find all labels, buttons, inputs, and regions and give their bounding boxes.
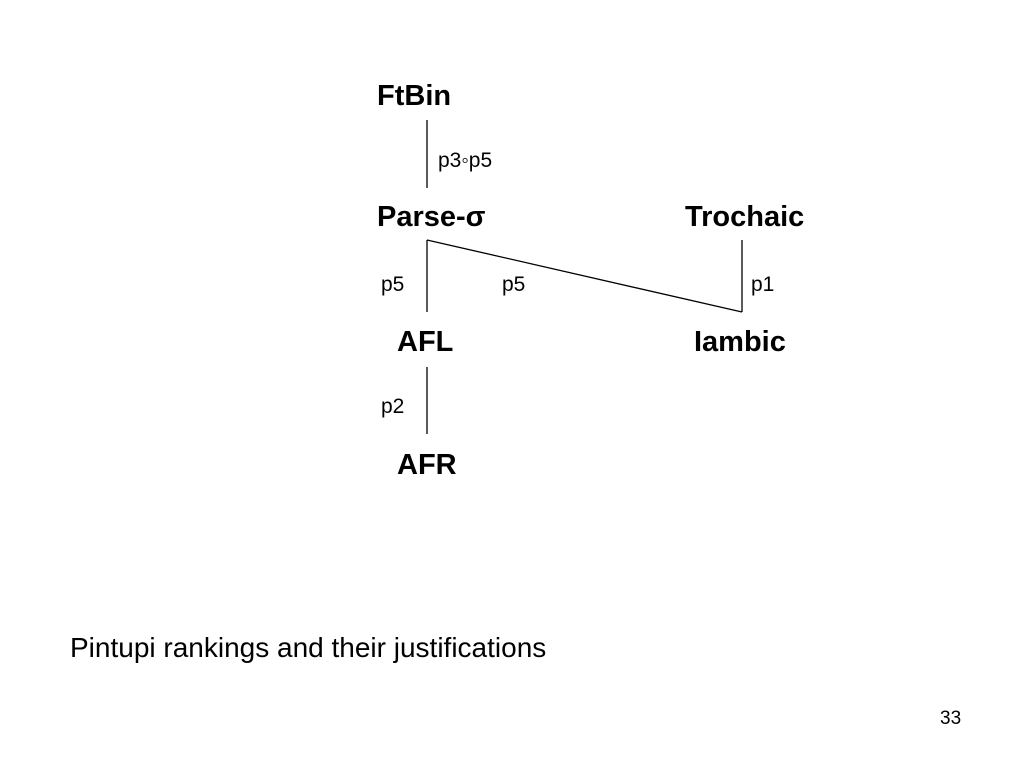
page-number: 33 <box>940 708 962 729</box>
node-afr: AFR <box>397 449 457 481</box>
edge-label-trochaic-iambic: p1 <box>751 273 775 296</box>
node-trochaic: Trochaic <box>685 201 805 233</box>
edge-label-parse-iambic: p5 <box>502 273 526 296</box>
slide-caption: Pintupi rankings and their justification… <box>70 632 547 663</box>
node-afl: AFL <box>397 326 454 358</box>
node-parse-sigma: Parse-σ <box>377 201 486 233</box>
node-iambic: Iambic <box>694 326 786 358</box>
edge-parse-iambic <box>426 239 743 313</box>
node-ftbin: FtBin <box>377 80 452 112</box>
edge-label-ftbin-parse: p3◦p5 <box>438 149 493 172</box>
edge-label-afl-afr: p2 <box>381 395 405 418</box>
edge-label-parse-afl: p5 <box>381 273 405 296</box>
